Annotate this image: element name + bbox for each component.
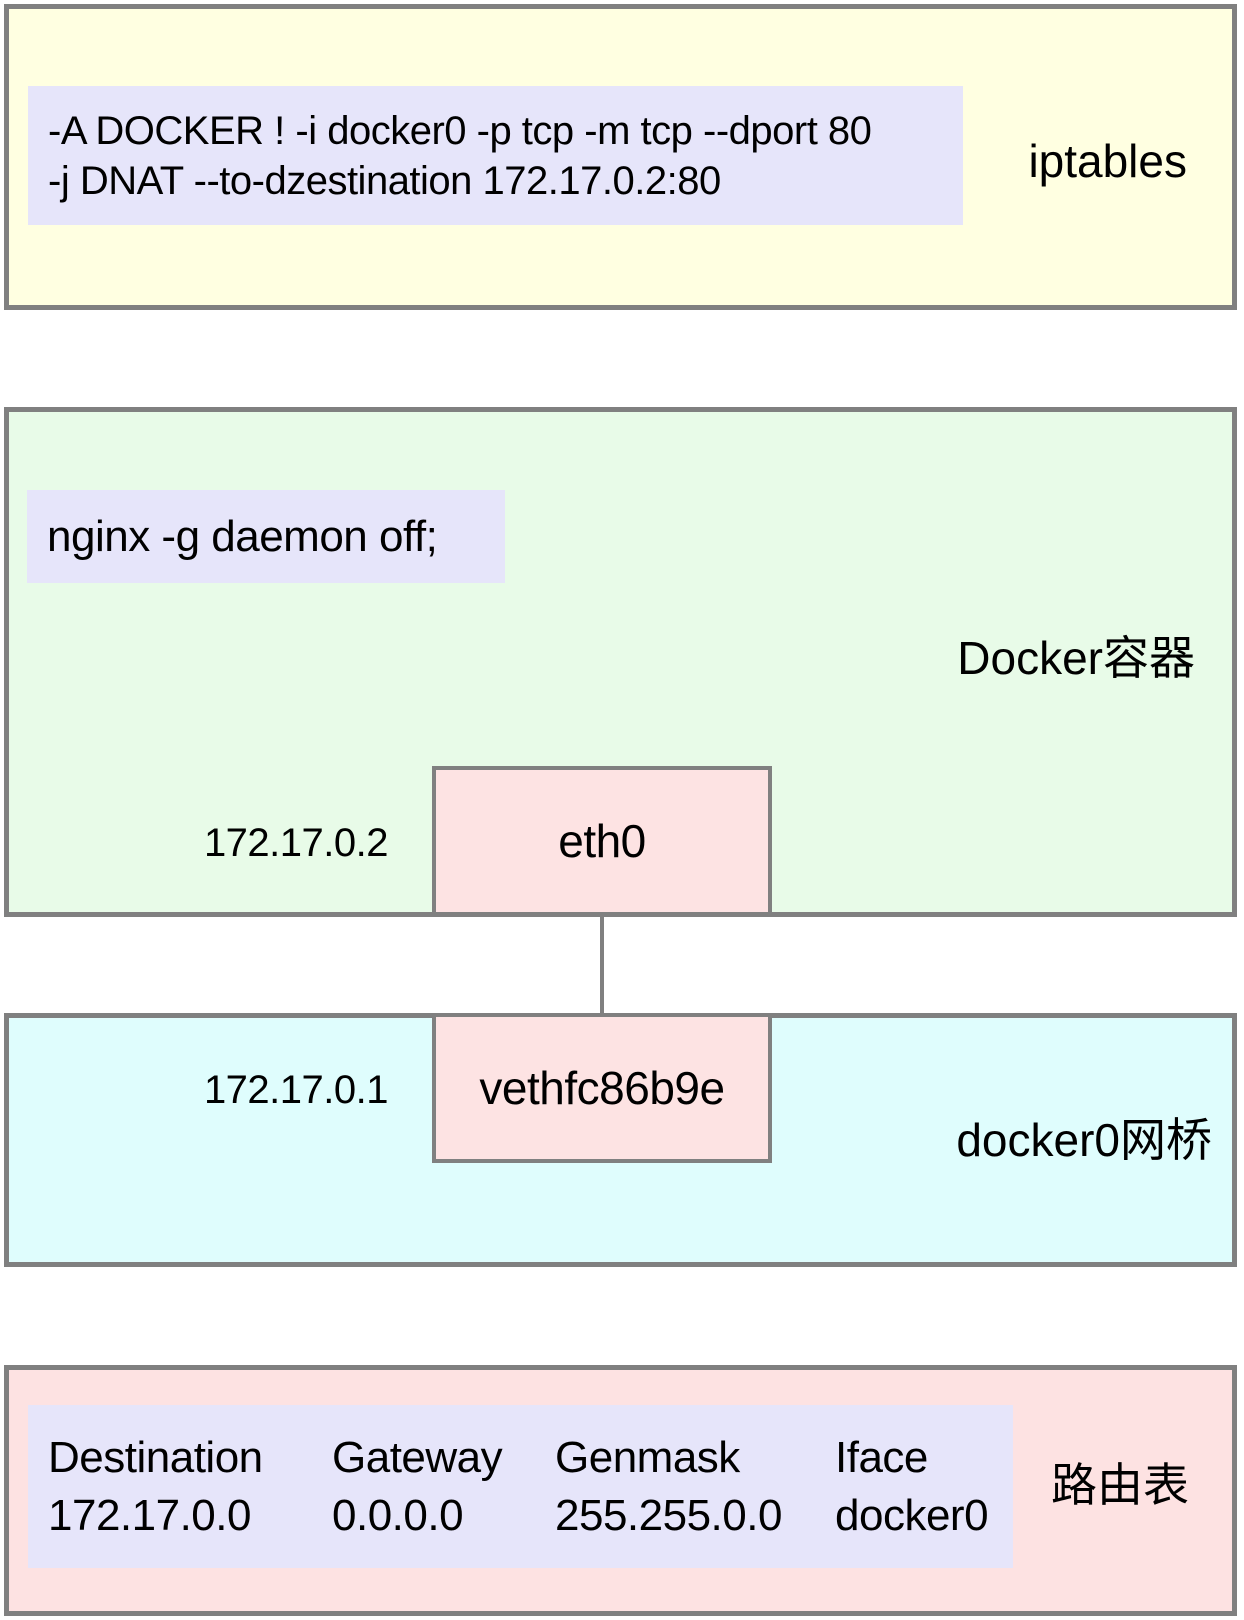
docker-container-label: Docker容器	[957, 632, 1195, 684]
veth-interface-box: vethfc86b9e	[432, 1013, 772, 1163]
route-header-genmask: Genmask	[555, 1433, 740, 1482]
iptables-rule-line2: -j DNAT --to-dzestination 172.17.0.2:80	[48, 158, 721, 203]
route-table: Destination Gateway Genmask Iface 172.17…	[48, 1429, 1013, 1545]
eth0-interface-name: eth0	[558, 815, 646, 867]
eth0-ip-address: 172.17.0.2	[203, 821, 389, 865]
route-header-destination: Destination	[48, 1433, 263, 1482]
iptables-panel-label: iptables	[1028, 135, 1187, 187]
docker0-bridge-label: docker0网桥	[956, 1114, 1212, 1166]
bridge-ip-address: 172.17.0.1	[203, 1068, 389, 1112]
docker-container-panel: nginx -g daemon off; Docker容器 172.17.0.2…	[4, 407, 1237, 917]
veth-interface-name: vethfc86b9e	[479, 1062, 725, 1114]
route-value-iface: docker0	[835, 1491, 989, 1540]
docker0-bridge-panel: 172.17.0.1 vethfc86b9e docker0网桥	[4, 1013, 1237, 1267]
nginx-command-text: nginx -g daemon off;	[47, 511, 438, 561]
nginx-command-chip: nginx -g daemon off;	[27, 490, 505, 583]
route-table-panel: Destination Gateway Genmask Iface 172.17…	[4, 1365, 1237, 1616]
route-table-chip: Destination Gateway Genmask Iface 172.17…	[28, 1405, 1013, 1568]
iptables-panel: -A DOCKER ! -i docker0 -p tcp -m tcp --d…	[4, 4, 1237, 310]
eth0-interface-box: eth0	[432, 766, 772, 912]
route-header-iface: Iface	[835, 1433, 928, 1482]
route-header-gateway: Gateway	[332, 1433, 503, 1482]
iptables-rule-line1: -A DOCKER ! -i docker0 -p tcp -m tcp --d…	[48, 108, 872, 153]
route-value-genmask: 255.255.0.0	[555, 1491, 782, 1540]
veth-pair-connector-line	[600, 915, 604, 1015]
route-value-destination: 172.17.0.0	[48, 1491, 251, 1540]
iptables-rule-chip: -A DOCKER ! -i docker0 -p tcp -m tcp --d…	[28, 86, 963, 225]
route-value-gateway: 0.0.0.0	[332, 1491, 464, 1540]
route-table-label: 路由表	[1051, 1459, 1189, 1511]
